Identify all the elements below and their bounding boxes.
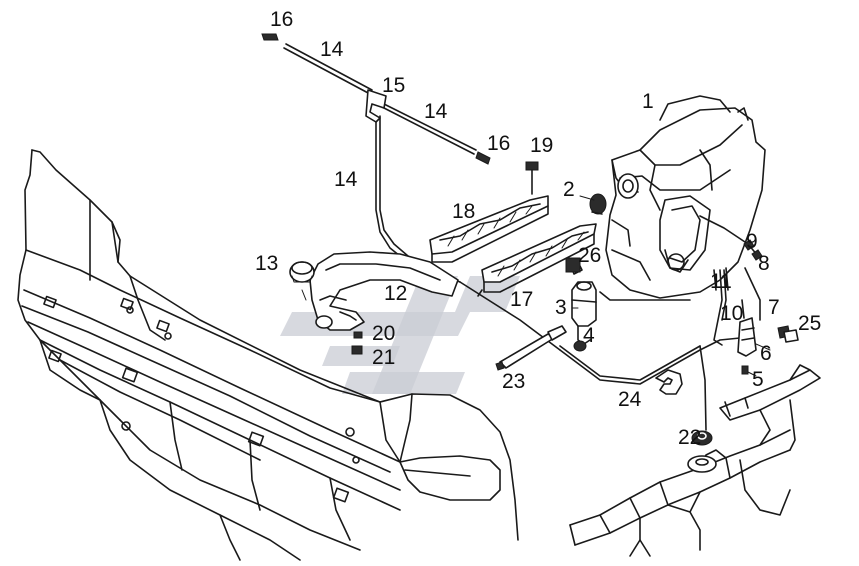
callout-5: 5	[752, 368, 764, 391]
callout-9: 9	[746, 230, 758, 253]
callout-14b: 14	[424, 100, 448, 123]
callout-8: 8	[758, 252, 770, 275]
callout-10: 10	[720, 302, 743, 325]
callout-11: 11	[710, 270, 732, 293]
callout-1: 1	[642, 90, 654, 113]
hose-clip	[655, 369, 683, 395]
watermark-logo	[280, 276, 520, 394]
callout-15: 15	[382, 74, 405, 97]
callout-4: 4	[583, 324, 595, 347]
frame-rails	[569, 364, 821, 557]
leader-lines	[301, 195, 771, 377]
callout-23: 23	[502, 370, 525, 393]
reservoir-cap	[289, 261, 315, 283]
callout-22: 22	[678, 426, 701, 449]
fittings	[741, 239, 799, 343]
nozzle-rail-lower	[477, 223, 597, 297]
callout-6: 6	[760, 342, 772, 365]
callout-14c: 14	[334, 168, 358, 191]
callout-20: 20	[372, 322, 395, 345]
screw	[525, 161, 539, 195]
callout-18: 18	[452, 200, 475, 223]
callout-21: 21	[372, 346, 395, 369]
washer-pump	[565, 257, 597, 352]
grommet	[687, 430, 717, 473]
callout-labels: 1 2 3 4 5 6 7 8 9 10 11 12 13 14 14 14 1…	[255, 8, 821, 449]
washer-reservoir	[605, 95, 766, 299]
filler-cap	[589, 193, 607, 215]
callout-25: 25	[798, 312, 821, 335]
bumper-assembly	[17, 149, 519, 561]
hose-lines	[261, 33, 761, 431]
callout-24: 24	[618, 388, 642, 411]
callout-17: 17	[510, 288, 533, 311]
tube-connector	[495, 325, 567, 371]
callout-19: 19	[530, 134, 553, 157]
callout-2: 2	[563, 178, 575, 201]
nozzle-rail-upper	[429, 195, 549, 263]
callout-26: 26	[578, 244, 601, 267]
nozzle-arm	[309, 251, 459, 355]
callout-7: 7	[768, 296, 780, 319]
level-sensor	[713, 267, 757, 375]
callout-14a: 14	[320, 38, 344, 61]
callout-13: 13	[255, 252, 278, 275]
callout-16a: 16	[270, 8, 293, 31]
callout-16b: 16	[487, 132, 510, 155]
callout-12: 12	[384, 282, 407, 305]
callout-3: 3	[555, 296, 567, 319]
